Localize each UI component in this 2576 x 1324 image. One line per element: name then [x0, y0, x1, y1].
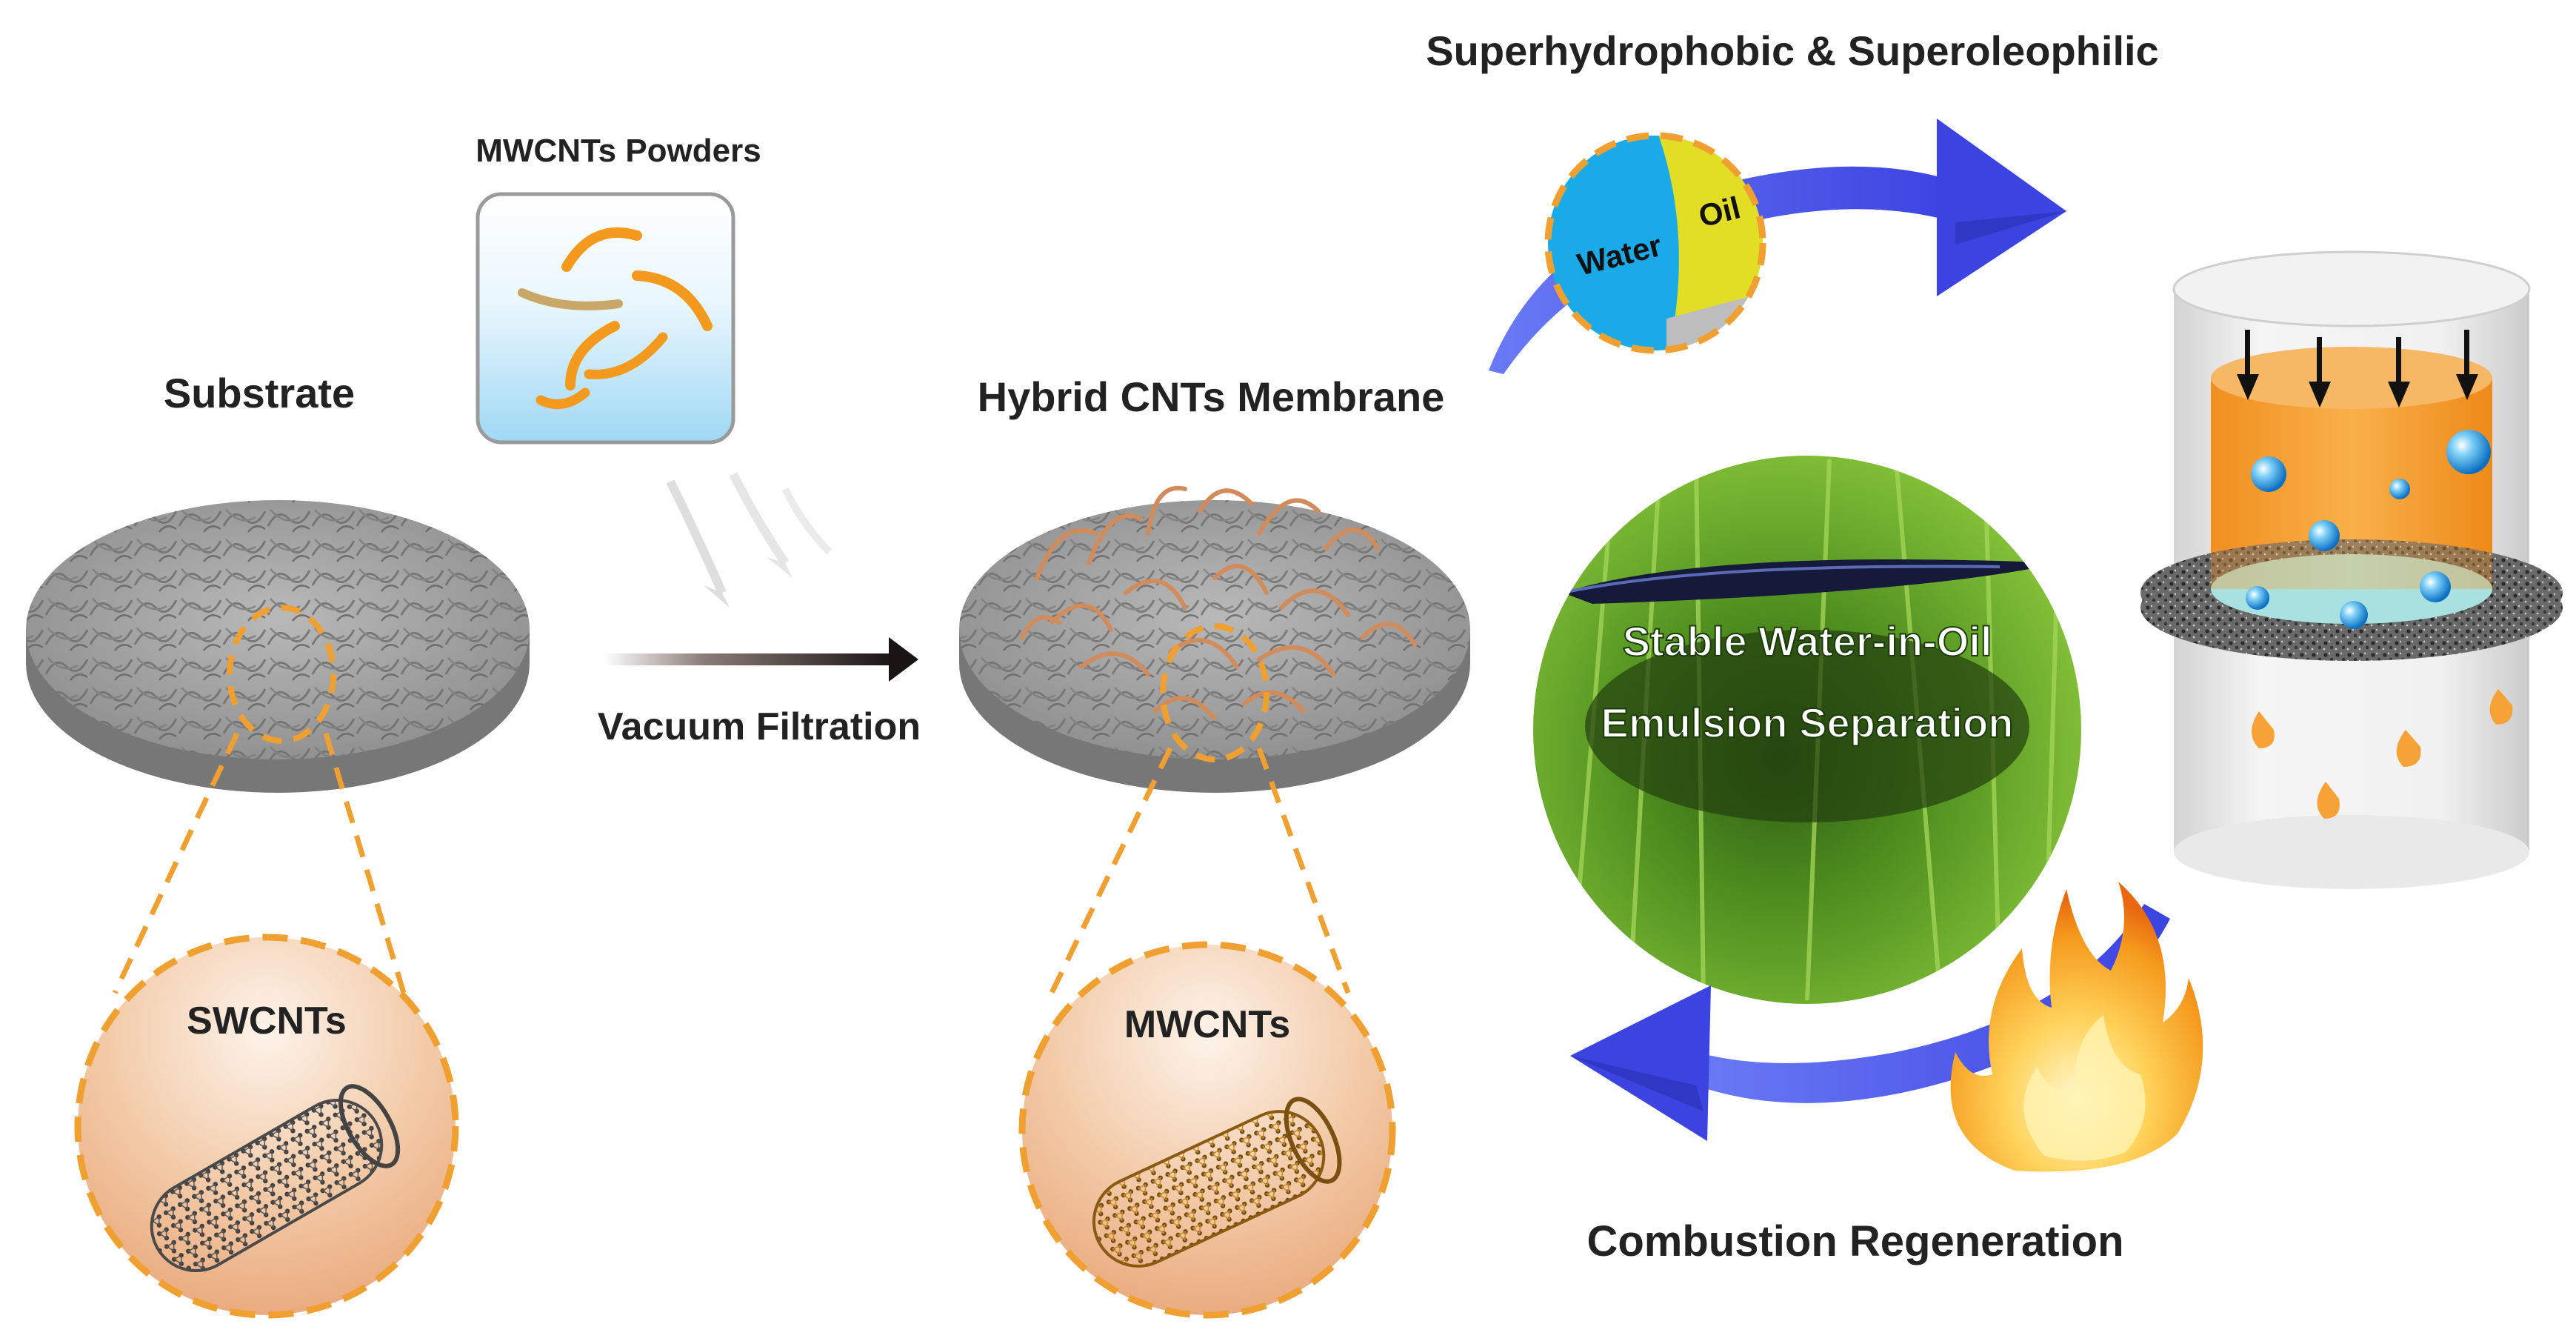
powders-title: MWCNTs Powders	[476, 133, 761, 169]
substrate-zoom-line-left	[112, 732, 240, 994]
swcnts-zoom-circle	[74, 934, 459, 1319]
powders-box	[476, 192, 735, 445]
combustion-label: Combustion Regeneration	[1586, 1217, 2123, 1265]
separation-cylinder	[2140, 250, 2563, 889]
oil-drop-icon	[2252, 689, 2513, 819]
wettability-title: Superhydrophobic & Superoleophilic	[1426, 27, 2158, 74]
water-droplet-icon	[2246, 430, 2491, 629]
vacuum-label: Vacuum Filtration	[598, 705, 921, 748]
vacuum-arrow	[604, 637, 918, 682]
substrate-zoom-line-right	[323, 732, 407, 994]
substrate-label: Substrate	[164, 370, 355, 416]
hybrid-label: Hybrid CNTs Membrane	[978, 373, 1445, 420]
down-arrow-icon	[2237, 330, 2478, 407]
falling-powder-arrows	[666, 472, 832, 608]
substrate-zoom-marker	[227, 605, 336, 744]
hybrid-zoom-marker	[1160, 623, 1269, 762]
hybrid-disc	[959, 485, 1470, 793]
substrate-disc	[26, 500, 530, 793]
swcnts-label: SWCNTs	[187, 999, 347, 1042]
hybrid-zoom-line-right	[1256, 747, 1351, 994]
flame-icon	[1950, 882, 2203, 1172]
mwcnts-zoom-circle	[1018, 941, 1396, 1319]
emulsion-line1: Stable Water-in-Oil	[1623, 618, 1992, 665]
mwcnts-label: MWCNTs	[1124, 1003, 1290, 1046]
emulsion-line2: Emulsion Separation	[1601, 699, 2014, 746]
hybrid-zoom-line-left	[1049, 747, 1173, 994]
emulsion-photo-circle	[1533, 456, 2081, 1004]
